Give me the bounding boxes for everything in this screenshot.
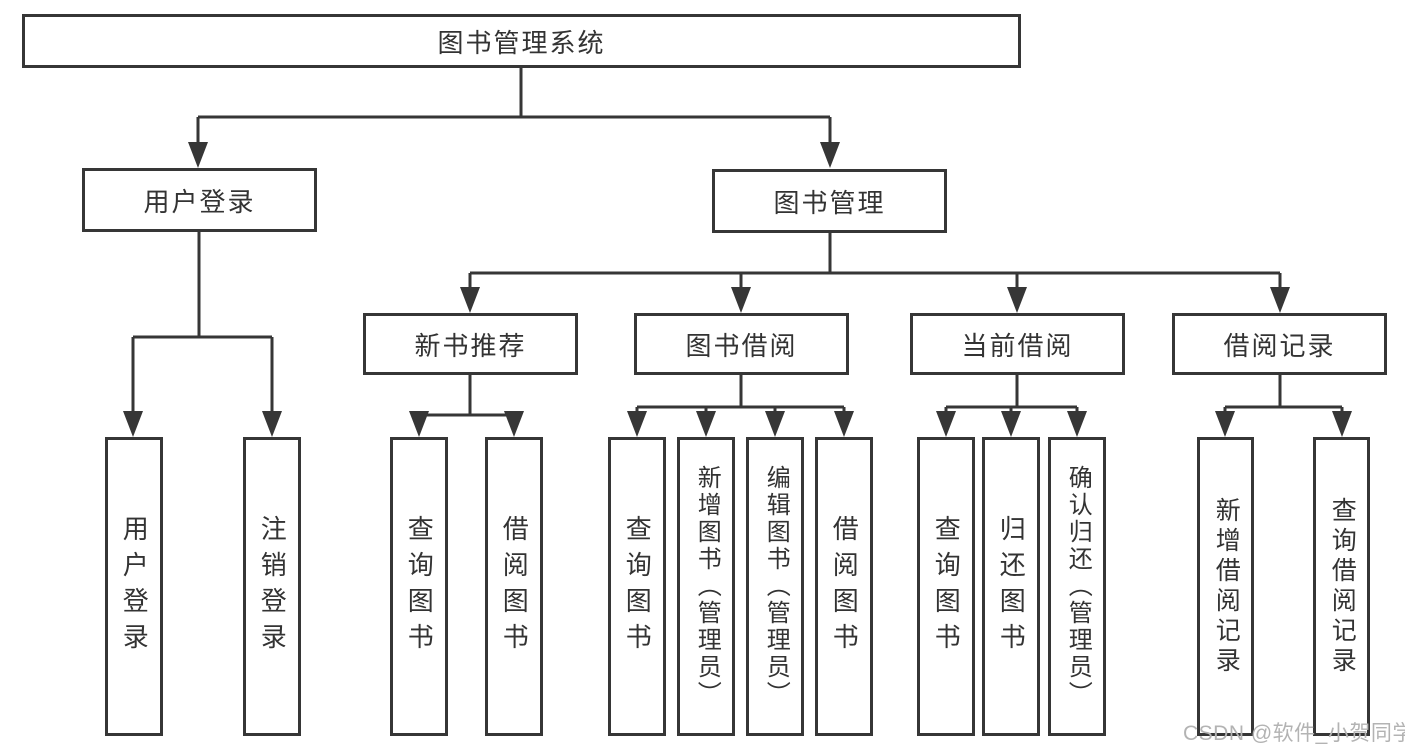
node-current-borrow-label: 当前借阅: [961, 330, 1074, 361]
leaf-add-book-admin: 新增图书（管理员）: [677, 437, 735, 736]
node-library-system: 图书管理系统: [22, 14, 1021, 68]
leaf-borrow-books-recommend-label: 借阅图书: [499, 514, 530, 659]
leaf-query-books-recommend-label: 查询图书: [404, 514, 435, 659]
leaf-add-book-admin-label: 新增图书（管理员）: [693, 465, 721, 708]
leaf-borrow-books-recommend: 借阅图书: [485, 437, 543, 736]
node-new-book-recommend-label: 新书推荐: [414, 330, 527, 361]
leaf-edit-book-admin-label: 编辑图书（管理员）: [762, 465, 790, 708]
leaf-query-borrow-record: 查询借阅记录: [1313, 437, 1370, 736]
node-borrow-records: 借阅记录: [1172, 313, 1387, 375]
leaf-logout: 注销登录: [243, 437, 301, 736]
leaf-query-books-recommend: 查询图书: [390, 437, 448, 736]
leaf-edit-book-admin: 编辑图书（管理员）: [746, 437, 804, 736]
node-book-management-label: 图书管理: [773, 187, 886, 218]
leaf-borrow-books-borrow-label: 借阅图书: [829, 514, 860, 659]
node-library-system-label: 图书管理系统: [437, 27, 606, 58]
node-borrow-records-label: 借阅记录: [1223, 330, 1336, 361]
node-user-login: 用户登录: [82, 168, 317, 232]
leaf-return-book: 归还图书: [982, 437, 1040, 736]
node-book-management: 图书管理: [712, 169, 947, 233]
node-new-book-recommend: 新书推荐: [363, 313, 578, 375]
leaf-logout-label: 注销登录: [257, 514, 288, 659]
connector-path: [131, 68, 1344, 417]
leaf-add-borrow-record: 新增借阅记录: [1197, 437, 1254, 736]
leaf-query-books-current-label: 查询图书: [931, 514, 962, 659]
leaf-user-login: 用户登录: [105, 437, 163, 736]
csdn-watermark: CSDN @软件_小贺同学: [1183, 722, 1405, 745]
node-user-login-label: 用户登录: [143, 186, 256, 217]
leaf-user-login-label: 用户登录: [119, 514, 150, 659]
leaf-confirm-return-admin: 确认归还（管理员）: [1048, 437, 1106, 736]
leaf-query-books-current: 查询图书: [917, 437, 975, 736]
arrowheads: [123, 142, 1352, 437]
leaf-confirm-return-admin-label: 确认归还（管理员）: [1064, 465, 1092, 708]
leaf-query-borrow-record-label: 查询借阅记录: [1328, 496, 1357, 677]
leaf-query-books-borrow: 查询图书: [608, 437, 666, 736]
node-current-borrow: 当前借阅: [910, 313, 1125, 375]
node-book-borrow-label: 图书借阅: [685, 330, 798, 361]
leaf-query-books-borrow-label: 查询图书: [622, 514, 653, 659]
leaf-borrow-books-borrow: 借阅图书: [815, 437, 873, 736]
leaf-return-book-label: 归还图书: [996, 514, 1027, 659]
node-book-borrow: 图书借阅: [634, 313, 849, 375]
leaf-add-borrow-record-label: 新增借阅记录: [1212, 496, 1241, 677]
